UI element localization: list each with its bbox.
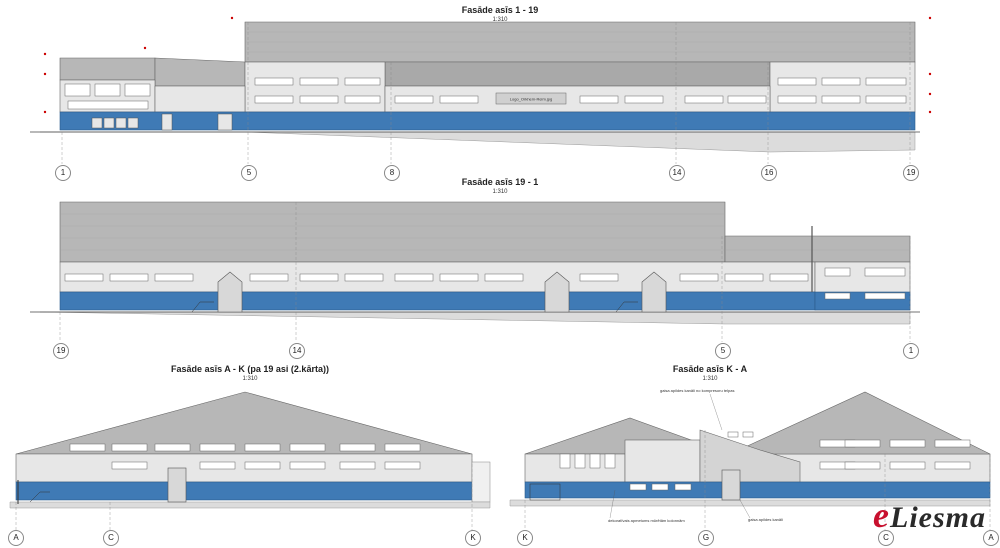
axis-bubble: 14 [289, 343, 305, 359]
axis-bubble: G [698, 530, 714, 546]
elevation-a-k [9, 391, 491, 530]
drawing-title-4: Fasāde asīs K - A [672, 364, 748, 374]
note-decorative-plaster: dekoratīvais apmetums mūrētām kolonnām [608, 518, 685, 523]
axis-bubble: K [517, 530, 533, 546]
elevation-1-19: Logo_Orkhem-Reim.jpg [30, 16, 932, 164]
eliesma-watermark-logo: eLiesma [873, 494, 986, 536]
elevation-19-1 [30, 201, 920, 342]
drawing-title-3: Fasāde asīs A - K (pa 19 asi (2.kārta)) [171, 364, 329, 374]
axis-bubble: 1 [55, 165, 71, 181]
axis-bubble: 16 [761, 165, 777, 181]
axis-bubble: 1 [903, 343, 919, 359]
drawing-scale-3: 1:310 [242, 376, 258, 382]
axis-bubble: 19 [903, 165, 919, 181]
watermark-e: e [873, 495, 890, 535]
watermark-rest: Liesma [890, 501, 986, 534]
axis-bubble: A [983, 530, 999, 546]
drawing-title-2: Fasāde asīs 19 - 1 [461, 177, 539, 187]
axis-bubble: 8 [384, 165, 400, 181]
note-air-ducts: gaisa apildes kanāli [748, 517, 783, 522]
axis-bubble: A [8, 530, 24, 546]
axis-bubble: 5 [241, 165, 257, 181]
axis-bubble: C [878, 530, 894, 546]
axis-bubble: K [465, 530, 481, 546]
axis-bubble: 19 [53, 343, 69, 359]
note-air-ducts-compressor: gaisa apildes kanāli no kompresoru telpa… [660, 388, 735, 393]
axis-bubble: 5 [715, 343, 731, 359]
drawing-scale-4: 1:310 [702, 376, 718, 382]
drawing-scale-1: 1:310 [492, 17, 508, 23]
axis-bubble: 14 [669, 165, 685, 181]
axis-bubble: C [103, 530, 119, 546]
elevation-k-a: gaisa apildes kanāli no kompresoru telpa… [509, 388, 991, 530]
drawing-scale-2: 1:310 [492, 189, 508, 195]
sign-panel-text: Logo_Orkhem-Reim.jpg [510, 97, 552, 102]
drawing-title-1: Fasāde asīs 1 - 19 [461, 5, 539, 15]
